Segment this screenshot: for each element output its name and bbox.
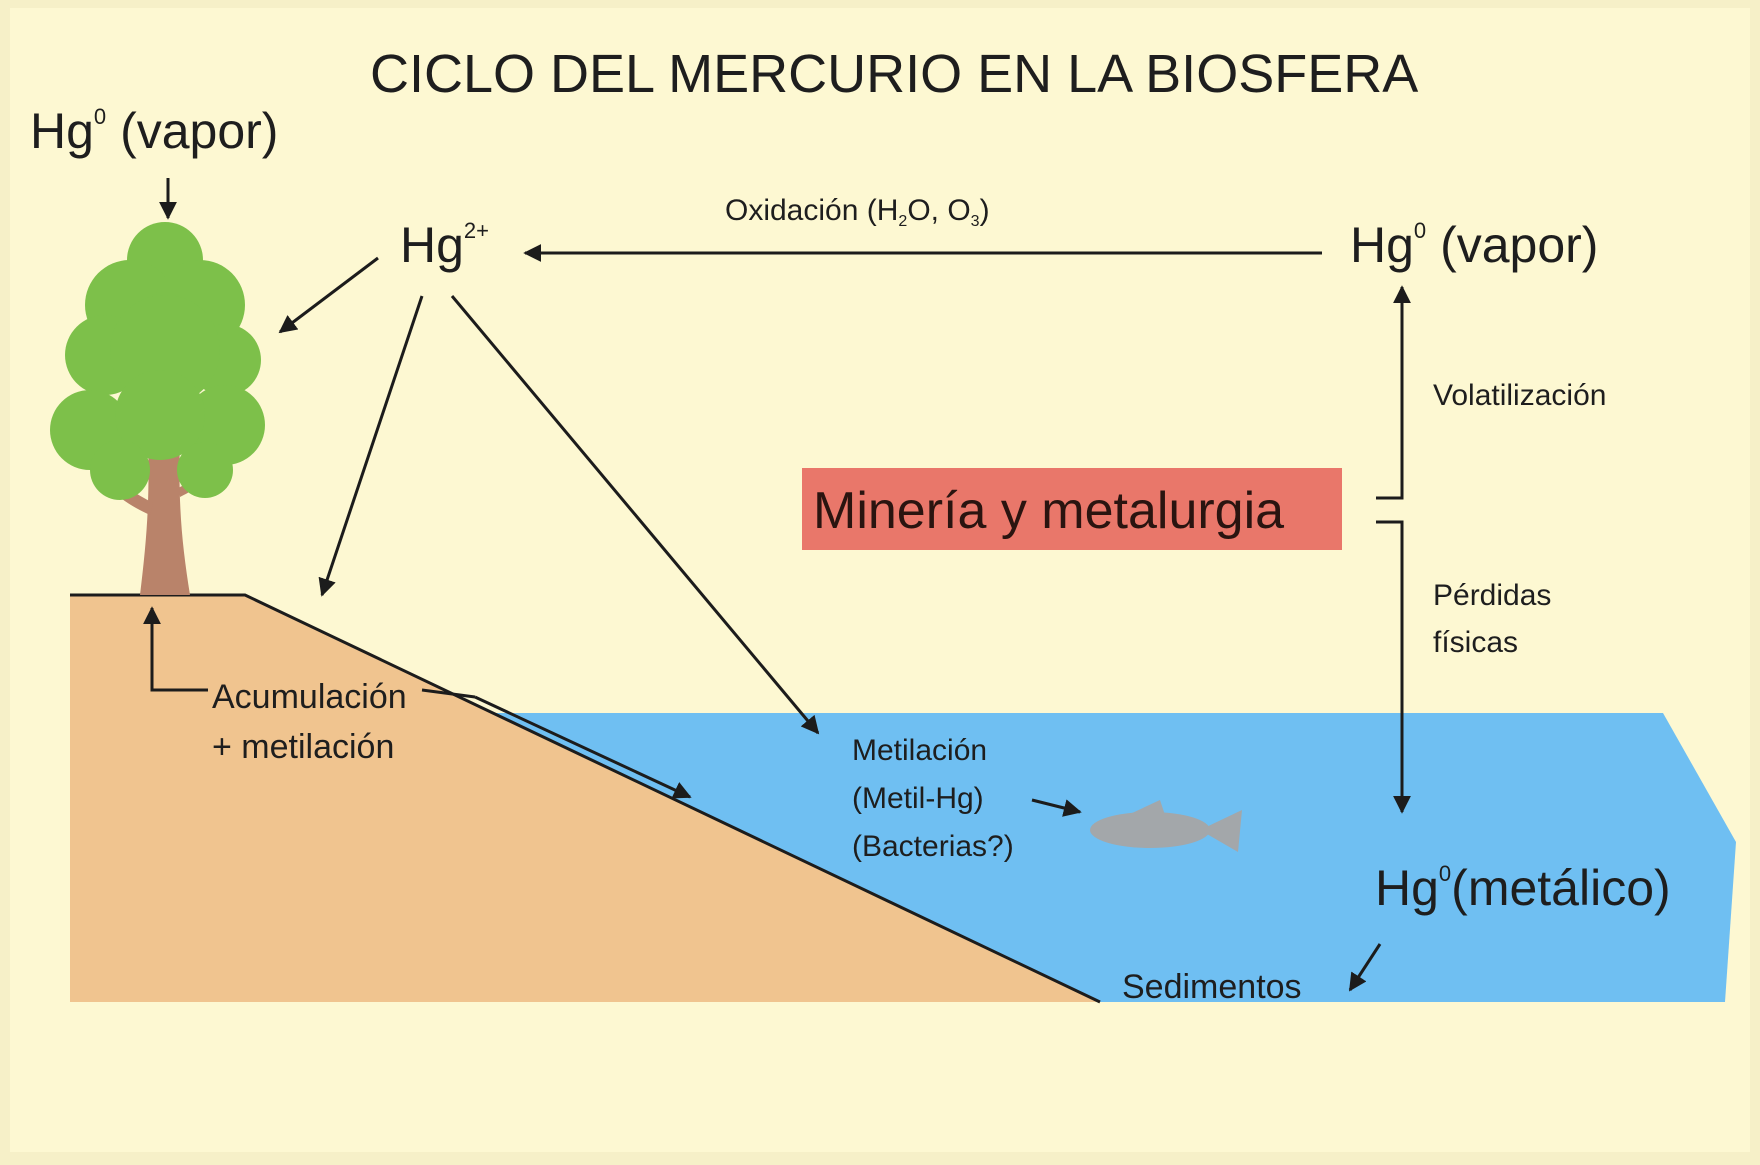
hg-vapor-left-label: Hg0 (vapor): [30, 103, 278, 159]
diagram-title: CICLO DEL MERCURIO EN LA BIOSFERA: [370, 44, 1418, 104]
sediments-label: Sedimentos: [1122, 968, 1302, 1006]
arrow-hg2-to-water: [450, 295, 820, 735]
volatilization-label: Volatilización: [1433, 379, 1606, 412]
hg-metallic-label: Hg0(metálico): [1375, 860, 1671, 916]
arrow-hg2-to-tree: [278, 256, 379, 334]
arrow-physical-losses: [1376, 520, 1411, 814]
oxidation-label: Oxidación (H2O, O3): [725, 194, 990, 230]
methylation-label-line3: (Bacterias?): [852, 830, 1014, 863]
tree-icon: [50, 222, 265, 595]
arrow-runoff-to-water: [474, 695, 692, 799]
fish-icon: [1090, 800, 1242, 852]
arrow-methylation-to-fish: [1031, 798, 1082, 817]
physical-losses-label-line1: Pérdidas: [1433, 579, 1551, 612]
soil-slope: [70, 595, 1100, 1002]
mining-label: Minería y metalurgia: [813, 482, 1284, 540]
methylation-label-line1: Metilación: [852, 734, 987, 767]
ground-line: [70, 593, 1101, 1004]
arrow-hg2-to-soil: [318, 295, 424, 597]
water-body: [465, 713, 1736, 1002]
physical-losses-label-line2: físicas: [1433, 626, 1518, 659]
hg2-label: Hg2+: [400, 217, 489, 273]
methylation-label-line2: (Metil-Hg): [852, 782, 984, 815]
accumulation-label-line1: Acumulación: [212, 678, 407, 716]
hg-vapor-right-label: Hg0 (vapor): [1350, 217, 1598, 273]
accumulation-leader-line: [421, 688, 476, 699]
arrow-volatilization: [1376, 285, 1411, 500]
accumulation-label-line2: + metilación: [212, 728, 394, 766]
arrow-metallic-to-sediments: [1348, 943, 1382, 992]
arrow-accumulation-up: [143, 606, 208, 692]
mining-box: [802, 468, 1342, 550]
